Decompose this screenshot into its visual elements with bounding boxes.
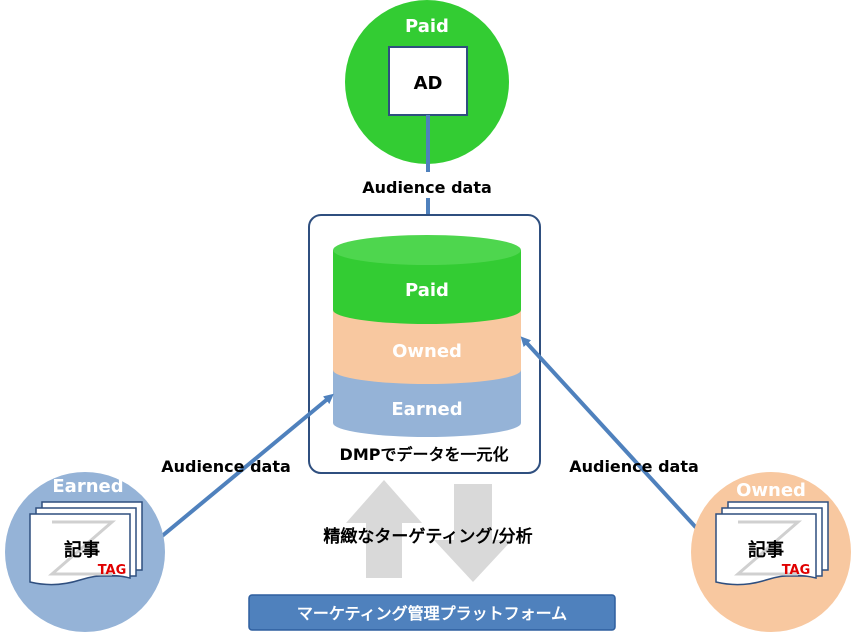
dmp-caption: DMPでデータを一元化 xyxy=(340,445,509,464)
ad-label: AD xyxy=(414,73,443,94)
paid-node: Paid AD xyxy=(345,0,509,164)
ad-box xyxy=(388,46,468,116)
earned-tag-label: TAG xyxy=(98,563,127,578)
download-arrow-icon xyxy=(434,484,512,582)
cylinder-layer-paid xyxy=(333,250,521,324)
paid-node-label: Paid xyxy=(405,16,449,37)
owned-node: Owned 記事 TAG xyxy=(691,472,851,632)
left-flow-label: Audience data xyxy=(161,457,291,476)
platform-label: マーケティング管理プラットフォーム xyxy=(297,604,567,623)
cylinder-layer-earned xyxy=(333,370,521,437)
owned-article-label: 記事 xyxy=(748,539,784,561)
cylinder-layer-owned xyxy=(333,310,521,384)
right-flow-label: Audience data xyxy=(569,457,699,476)
earned-article-label: 記事 xyxy=(64,539,100,561)
top-flow-label: Audience data xyxy=(362,178,492,197)
earned-document-stack-icon xyxy=(29,501,143,586)
upload-arrow-icon xyxy=(346,480,422,578)
cylinder-label-paid: Paid xyxy=(405,280,449,301)
dmp-cylinder: Paid Owned Earned xyxy=(333,235,521,437)
owned-node-label: Owned xyxy=(736,480,806,501)
owned-document-stack-icon xyxy=(715,501,829,586)
left-flow-arrow xyxy=(148,393,334,548)
owned-tag-label: TAG xyxy=(782,563,811,578)
cylinder-top xyxy=(333,235,521,265)
platform-bar xyxy=(248,594,616,631)
right-flow-arrow xyxy=(520,336,714,547)
cylinder-label-earned: Earned xyxy=(391,399,462,420)
earned-node: Earned 記事 TAG xyxy=(5,472,165,632)
earned-node-label: Earned xyxy=(52,476,123,497)
targeting-label: 精緻なターゲティング/分析 xyxy=(323,526,532,547)
cylinder-label-owned: Owned xyxy=(392,341,462,362)
